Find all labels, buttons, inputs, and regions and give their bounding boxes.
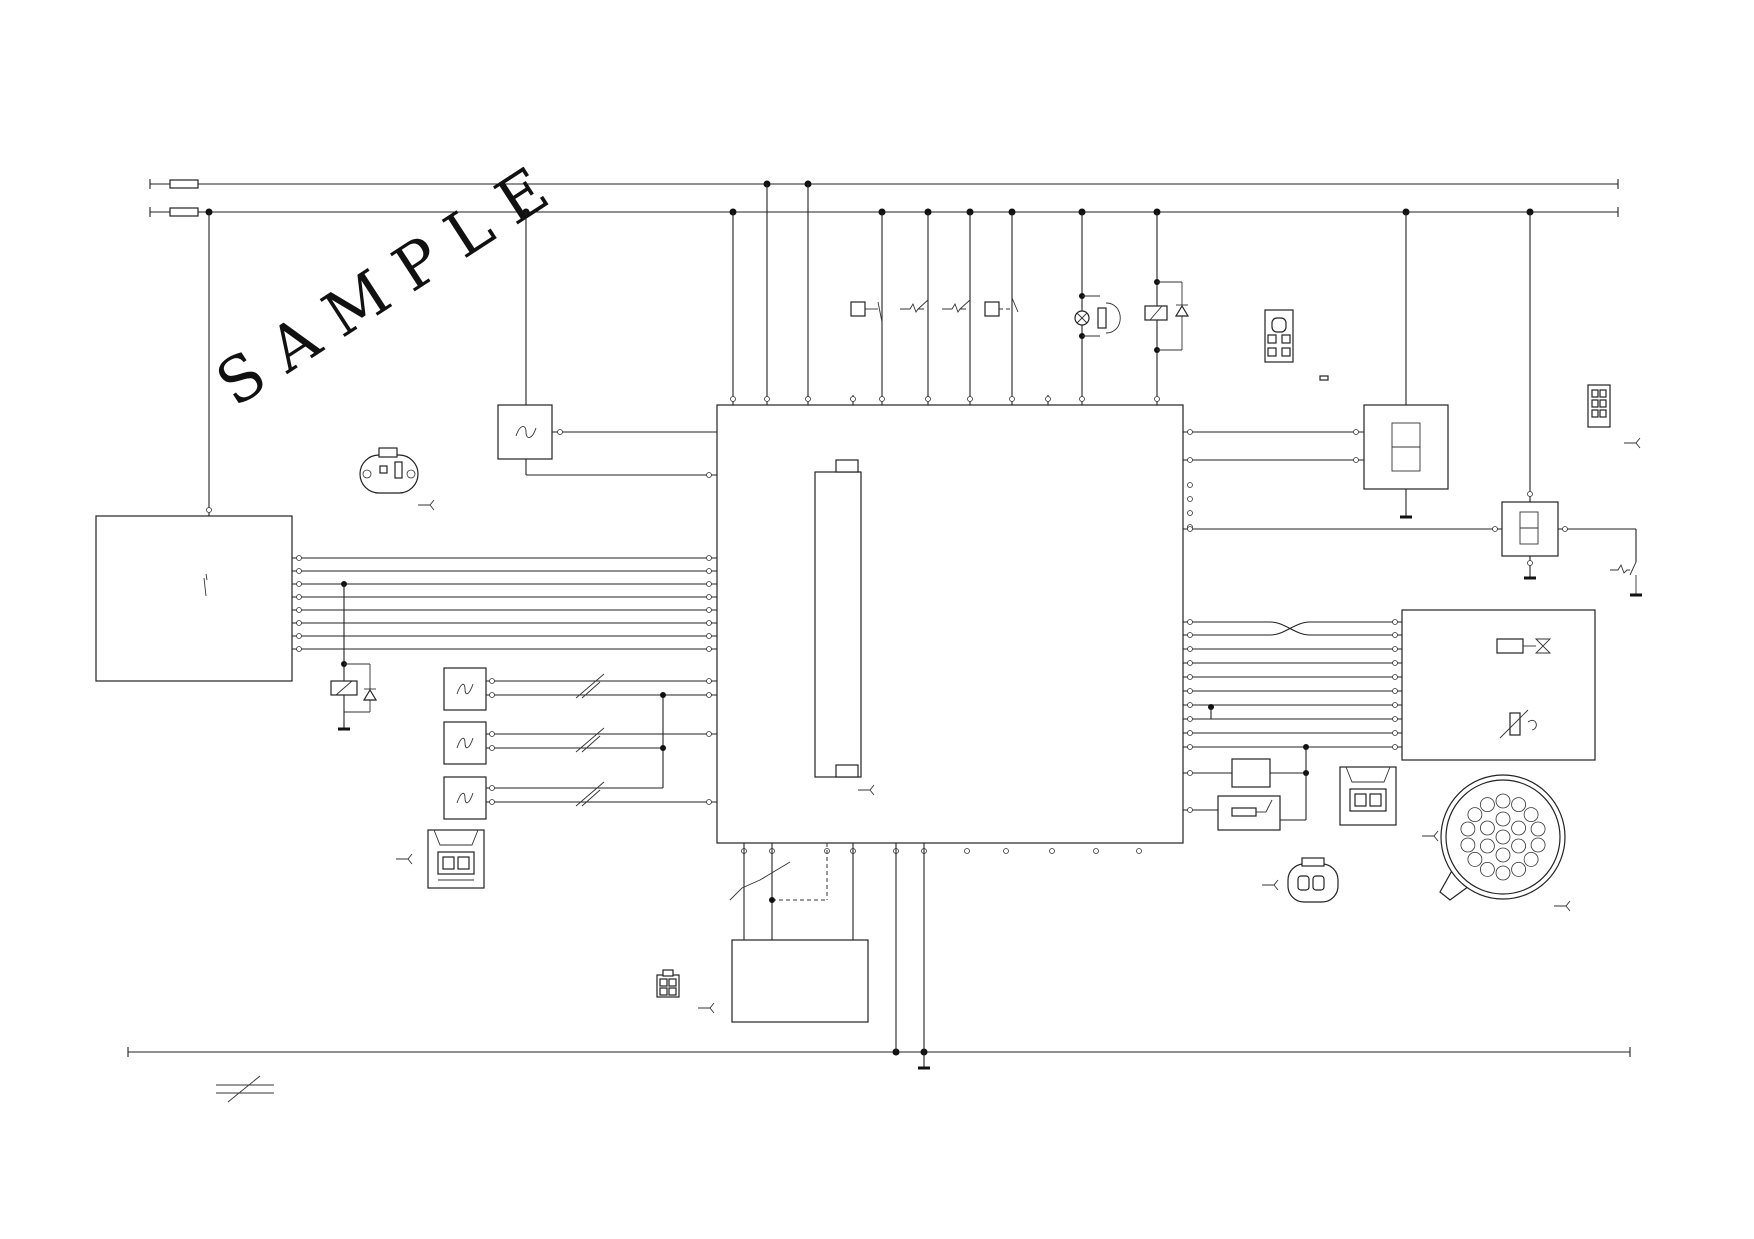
relay-diode-icon (1144, 279, 1190, 353)
connector-2pin-large-right (1339, 766, 1397, 826)
connector-pin (1480, 838, 1495, 854)
seven-segment-display (1183, 212, 1449, 519)
ecu-supply-lines (732, 184, 1158, 405)
fuse-icon (169, 179, 199, 189)
shield-legend-icon (216, 1075, 274, 1103)
small-fuse-icon (1319, 375, 1329, 381)
connector-pin (1495, 847, 1511, 863)
twisted-pair-icon (575, 673, 605, 699)
lamp-horn-icon (1074, 293, 1121, 339)
digit-8-icon (1519, 511, 1539, 545)
fuse-icon (169, 207, 199, 217)
connector-pin (1495, 793, 1511, 809)
sensor-element-icon (1509, 712, 1521, 736)
connector-pin (1530, 821, 1546, 837)
connector-pin (1511, 797, 1526, 812)
left-bus (292, 555, 717, 728)
switch-icon (900, 299, 929, 313)
connector-pin (1495, 865, 1511, 881)
connector-pin (1467, 852, 1483, 867)
relay-coil-icon (850, 301, 866, 317)
connector-6pin (1264, 309, 1294, 363)
relay-coil-icon (984, 301, 1000, 317)
connector-pin (1460, 837, 1476, 853)
twisted-pair-icon (575, 781, 605, 807)
connector-8pin (1587, 384, 1611, 428)
connector-pin (1467, 807, 1483, 822)
power-rails (127, 179, 1631, 1057)
connector-pin (1460, 821, 1476, 837)
connector-pin (1495, 811, 1511, 827)
connector-pin (1523, 852, 1539, 867)
terminal-mark-icon (418, 499, 435, 511)
connector-4pin (656, 969, 680, 998)
actuator-module (1183, 609, 1596, 761)
seven-segment-display-small (1183, 212, 1642, 597)
switch-icon (1610, 561, 1642, 597)
connector-pin (1480, 797, 1495, 812)
sensor-a (497, 212, 717, 478)
ecu-connector-block (814, 459, 862, 778)
connector-pin (1530, 837, 1546, 853)
connector-2pin (359, 447, 419, 494)
connector-pin (1480, 862, 1495, 877)
sensor-2 (443, 721, 487, 765)
valve-coil-icon (1496, 638, 1524, 654)
terminal-mark-icon (1262, 879, 1279, 891)
central-control-unit (716, 396, 1193, 854)
round-connector-21pin (1439, 774, 1566, 901)
sine-wave-icon (456, 683, 474, 695)
left-module (95, 212, 293, 682)
terminal-mark-icon (1624, 437, 1641, 449)
sine-wave-icon (456, 792, 474, 804)
connector-pin (1523, 807, 1539, 822)
connector-pin (1511, 820, 1526, 836)
digit-8-icon (1391, 422, 1421, 472)
top-switch-group (850, 279, 1190, 353)
connector-pin (1511, 862, 1526, 877)
terminal-mark-icon (698, 1002, 715, 1014)
shield-icon (729, 861, 791, 901)
terminal-mark-icon (396, 853, 413, 865)
relay-resistor-block (1183, 744, 1309, 831)
terminal-mark-icon (858, 784, 875, 796)
sensor-group-left (443, 667, 717, 820)
connector-pin (1480, 820, 1495, 836)
sine-wave-icon (515, 426, 537, 438)
connector-pin (1495, 829, 1511, 845)
twisted-pair-icon (575, 727, 605, 753)
connector-pin (1511, 838, 1526, 854)
terminal-mark-icon (1422, 830, 1439, 842)
connector-2pin-large (427, 829, 485, 889)
switch-icon (942, 299, 971, 313)
valve-icon (1534, 638, 1552, 654)
connector-2pin-small (1287, 857, 1339, 903)
bottom-module (729, 843, 930, 1070)
relay-diode-left (330, 661, 378, 731)
sine-wave-icon (456, 737, 474, 749)
terminal-mark-icon (1554, 900, 1571, 912)
